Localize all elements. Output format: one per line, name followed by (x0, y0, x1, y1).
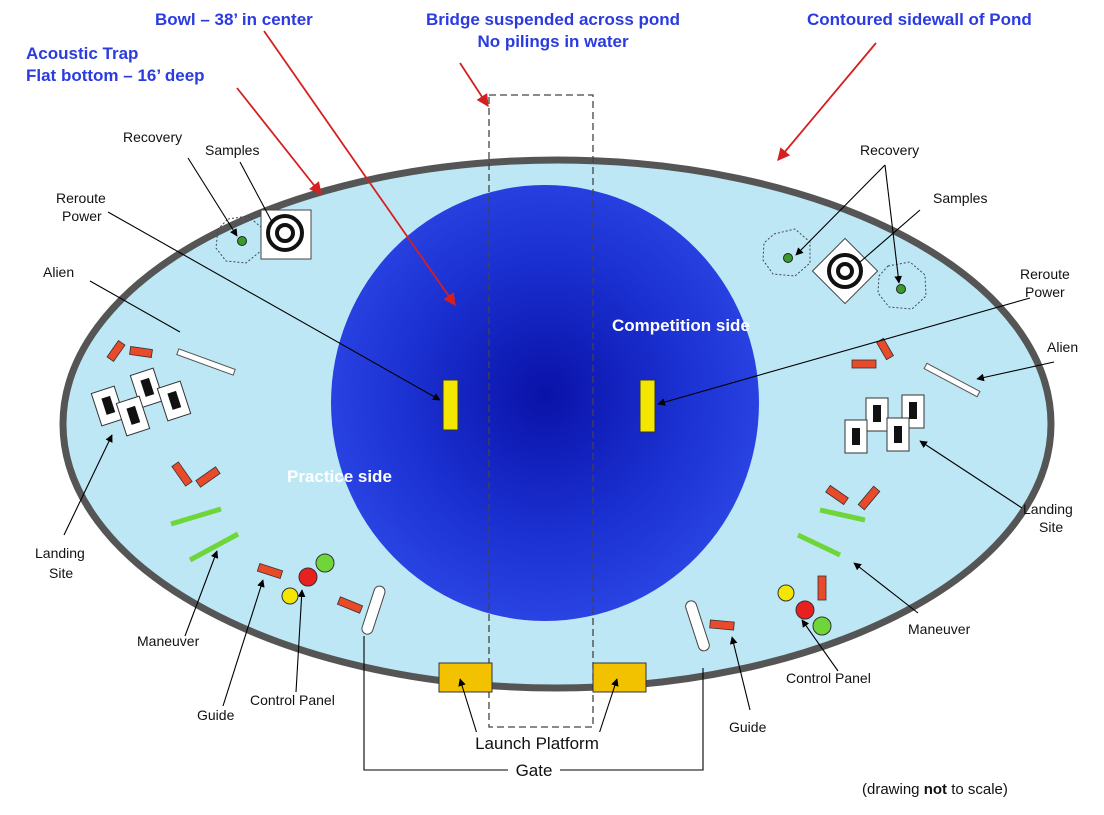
control-panel-label-right: Control Panel (786, 670, 871, 686)
leader-samples-left (239, 161, 273, 223)
bridge-heading: Bridge suspended across pond (426, 10, 680, 29)
recovery-zone-right-a (762, 228, 811, 277)
landing-site-label-right: Site (1039, 519, 1063, 535)
samples-label-right: Samples (933, 190, 987, 206)
prop-red (129, 346, 153, 358)
launch-platform-label: Launch Platform (475, 734, 599, 753)
acoustic-trap-subheading: Flat bottom – 16’ deep (26, 66, 205, 85)
leader-recovery-right-a (795, 164, 886, 256)
control-button-green (812, 616, 832, 636)
leader-launch-right (597, 678, 619, 738)
bridge-arrow (459, 62, 489, 108)
maneuver-gate-right (819, 507, 866, 523)
alien-bar-right (923, 362, 981, 398)
control-button-yellow (777, 584, 795, 602)
recovery-target-right-a (783, 253, 793, 263)
leader-maneuver-right (853, 562, 919, 614)
leader-guide-left (222, 579, 265, 707)
leader-maneuver-left (184, 550, 219, 637)
leader-alien-right (976, 361, 1055, 382)
landing-label-left: Landing (35, 545, 85, 561)
competition-side-label: Competition side (612, 316, 750, 335)
reroute-label-left: Reroute (56, 190, 106, 206)
leader-samples-right (859, 209, 921, 263)
leader-control-left (295, 589, 306, 693)
samples-bullseye-right-icon (827, 253, 863, 289)
reroute-power-label-left: Power (62, 208, 102, 224)
bridge-subheading: No pilings in water (477, 32, 629, 51)
leader-recovery-right-b (884, 164, 903, 284)
recovery-label-right: Recovery (860, 142, 919, 158)
maneuver-gate-left (188, 531, 240, 563)
recovery-target-left (237, 236, 247, 246)
maneuver-gate-left (170, 506, 222, 527)
leader-reroute-right (657, 297, 1031, 406)
control-button-green (315, 553, 335, 573)
sidewall-heading: Contoured sidewall of Pond (807, 10, 1032, 29)
alien-bar-left (176, 348, 236, 376)
leader-landing-right (919, 440, 1023, 509)
samples-bullseye-left-icon (266, 214, 304, 252)
landing-site-label-left: Site (49, 565, 73, 581)
leader-alien-left (89, 280, 181, 333)
prop-red (825, 484, 849, 506)
samples-target-right (811, 237, 879, 305)
recovery-zone-right-b (877, 261, 927, 310)
sidewall-arrow (777, 42, 877, 161)
launch-platform-right (592, 662, 647, 693)
prop-red (336, 596, 364, 614)
bowl-arrow (263, 30, 456, 307)
recovery-zone-left (215, 215, 263, 264)
leader-guide-right (729, 636, 751, 711)
control-panel-label-left: Control Panel (250, 692, 335, 708)
guide-label-right: Guide (729, 719, 767, 735)
landing-label-right: Landing (1023, 501, 1073, 517)
bridge-outline (488, 94, 594, 728)
control-button-red (795, 600, 815, 620)
alien-label-right: Alien (1047, 339, 1078, 355)
maneuver-label-left: Maneuver (137, 633, 200, 649)
maneuver-gate-right (796, 532, 842, 558)
landing-site-left (90, 367, 192, 437)
prop-red (106, 339, 126, 363)
maneuver-label-right: Maneuver (908, 621, 971, 637)
control-button-red (298, 567, 318, 587)
recovery-label-left: Recovery (123, 129, 182, 145)
leader-reroute-left (107, 211, 441, 401)
alien-label-left: Alien (43, 264, 74, 280)
leader-recovery-left (187, 157, 238, 237)
leader-control-right (801, 619, 839, 672)
prop-red (817, 575, 827, 601)
guide-pill-left (361, 585, 386, 635)
reroute-power-label-right: Power (1025, 284, 1065, 300)
guide-tab-left (256, 562, 284, 580)
leader-landing-left (63, 434, 113, 536)
reroute-label-right: Reroute (1020, 266, 1070, 282)
acoustic-trap-heading: Acoustic Trap (26, 44, 138, 63)
samples-label-left: Samples (205, 142, 259, 158)
gate-label: Gate (516, 761, 553, 780)
guide-pill-right (685, 600, 710, 652)
guide-tab-right (709, 619, 735, 631)
launch-platform-left (438, 662, 493, 693)
acoustic-trap-arrow (236, 87, 322, 195)
scale-note: (drawing not to scale) (862, 781, 1008, 798)
prop-red (857, 485, 881, 511)
reroute-power-left (442, 379, 459, 431)
practice-side-label: Practice side (287, 467, 392, 486)
prop-red (851, 359, 877, 369)
guide-label-left: Guide (197, 707, 235, 723)
landing-site-right (844, 394, 925, 454)
recovery-target-right-b (896, 284, 906, 294)
reroute-power-right (639, 379, 656, 433)
prop-red (195, 466, 221, 488)
leader-launch-left (458, 678, 479, 738)
bowl (331, 185, 759, 621)
prop-red (171, 461, 193, 487)
bowl-heading: Bowl – 38’ in center (155, 10, 313, 29)
control-button-yellow (281, 587, 299, 605)
